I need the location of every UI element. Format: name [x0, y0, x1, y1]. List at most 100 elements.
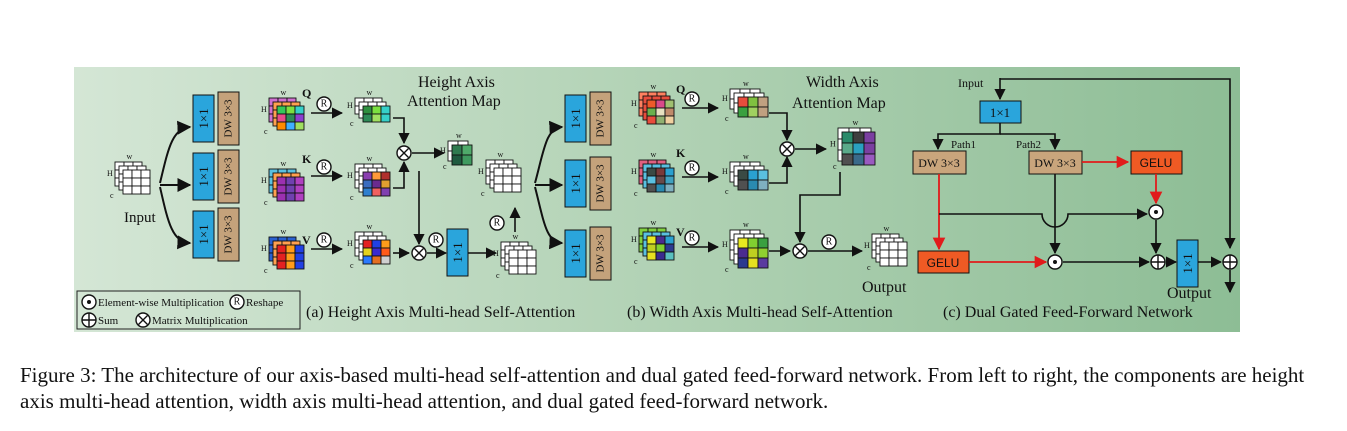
query-tensor-w: wHc	[631, 82, 675, 130]
conv1x1-label: 1×1	[196, 108, 211, 128]
dim-label: w	[281, 227, 287, 236]
matmul-op	[411, 245, 427, 261]
conv1x1-block-q2: 1×1	[564, 94, 587, 143]
dwconv-label: DW 3×3	[595, 99, 607, 138]
dwconv-label: DW 3×3	[223, 99, 235, 138]
dim-label: H	[722, 94, 728, 103]
dim-label: c	[350, 261, 354, 270]
reshape-glyph: R	[321, 162, 328, 173]
dim-label: H	[631, 235, 637, 244]
dim-label: c	[443, 162, 447, 171]
conv1x1-rect	[192, 210, 215, 259]
conv1x1-rect	[1176, 239, 1199, 288]
value-reshaped-w: wHc	[722, 220, 769, 274]
reshape-glyph: R	[494, 218, 501, 229]
dim-label: c	[350, 119, 354, 128]
dim-label: H	[440, 146, 446, 155]
dwconv-block-k1: DW 3×3	[217, 149, 240, 204]
dim-label: w	[651, 82, 657, 91]
output-label-b: Output	[862, 279, 907, 296]
ffn-conv1x1-in-label: 1×1	[990, 105, 1010, 120]
dim-label: H	[722, 240, 728, 249]
dim-label: c	[725, 265, 729, 274]
dim-label: H	[261, 244, 267, 253]
value-tensor-w: wHc	[631, 218, 675, 266]
reshape-op: R	[428, 232, 444, 248]
sum-op	[1222, 254, 1238, 270]
dim-label: w	[367, 222, 373, 231]
dim-label: c	[264, 127, 268, 136]
conv1x1-rect	[564, 159, 587, 208]
reshape-op: R	[684, 230, 700, 246]
section-c-title: (c) Dual Gated Feed-Forward Network	[943, 304, 1193, 321]
section-dual-gated-ffn: Input 1×1 Path1 Path2 DW 3×3 DW 3×3 GELU…	[912, 76, 1238, 302]
dwconv-block-q2: DW 3×3	[589, 91, 612, 146]
dim-label: w	[456, 131, 462, 140]
height-map-title-2: Attention Map	[407, 93, 501, 110]
dim-label: w	[367, 154, 373, 163]
sum-legend-icon	[81, 312, 97, 328]
k-label-a: K	[302, 152, 312, 166]
reshape-op: R	[316, 96, 332, 112]
figure-caption: Figure 3: The architecture of our axis-b…	[20, 363, 1305, 413]
dim-label: H	[107, 169, 113, 178]
section-height-attention: wHc Input 1×1 1×1 1×1 DW 3×3 DW 3×3 DW 3…	[107, 74, 537, 280]
reshape-glyph: R	[689, 233, 696, 244]
legend-sum: Sum	[98, 315, 119, 327]
dwconv-block-k2: DW 3×3	[589, 156, 612, 211]
dim-label: H	[830, 140, 836, 149]
path2-label: Path2	[1016, 139, 1041, 151]
matmul-op	[792, 243, 808, 259]
query-tensor-h: wHc	[261, 88, 305, 136]
elementwise-mul-op	[1148, 204, 1164, 220]
dim-label: H	[261, 105, 267, 114]
value-tensor-h: wHc	[261, 227, 305, 275]
conv1x1-block-k2: 1×1	[564, 159, 587, 208]
reshape-op: R	[684, 91, 700, 107]
query-reshaped-w: wHc	[722, 79, 769, 123]
legend-reshape: Reshape	[246, 297, 283, 309]
dim-label: c	[481, 189, 485, 198]
dwconv-block-v2: DW 3×3	[589, 226, 612, 281]
dwconv-label: DW 3×3	[595, 164, 607, 203]
section-width-attention: 1×1 1×1 1×1 DW 3×3 DW 3×3 DW 3×3 wHc wHc…	[534, 74, 908, 296]
dim-label: c	[634, 121, 638, 130]
conv1x1-label: 1×1	[196, 166, 211, 186]
query-reshaped-h: wHc	[347, 88, 391, 128]
matmul-op	[396, 145, 412, 161]
conv1x1-label: 1×1	[196, 224, 211, 244]
dim-label: H	[493, 249, 499, 258]
dim-label: c	[725, 114, 729, 123]
key-reshaped-w: wHc	[722, 152, 769, 196]
k-label-b: K	[676, 146, 686, 160]
ffn-output-label: Output	[1167, 285, 1212, 302]
height-intermediate-tensor: wHc	[478, 150, 522, 198]
dim-label: w	[884, 224, 890, 233]
dim-label: H	[347, 101, 353, 110]
dwconv-rect	[217, 207, 240, 262]
dim-label: w	[281, 88, 287, 97]
q-label-b: Q	[676, 82, 685, 96]
dim-label: c	[264, 198, 268, 207]
dim-label: w	[281, 159, 287, 168]
height-output-tensor: wHc	[493, 232, 537, 280]
dim-label: H	[864, 241, 870, 250]
path1-label: Path1	[951, 139, 976, 151]
reshape-op: R	[316, 232, 332, 248]
dim-label: H	[478, 167, 484, 176]
conv1x1-rect	[192, 152, 215, 201]
conv1x1-rect	[564, 229, 587, 278]
dim-label: w	[651, 150, 657, 159]
dim-label: w	[743, 152, 749, 161]
conv1x1-block-q1: 1×1	[192, 94, 215, 143]
width-attention-map: wHc	[830, 118, 876, 171]
dwconv-rect	[217, 91, 240, 146]
conv1x1-block-v2: 1×1	[564, 229, 587, 278]
ffn-dwconv-path2-label: DW 3×3	[1034, 156, 1076, 170]
reshape-glyph: R	[826, 237, 833, 248]
dim-label: c	[867, 263, 871, 272]
conv1x1-rect	[564, 94, 587, 143]
reshape-legend-icon: R	[229, 294, 245, 310]
dim-label: c	[264, 266, 268, 275]
reshape-glyph: R	[234, 297, 241, 308]
